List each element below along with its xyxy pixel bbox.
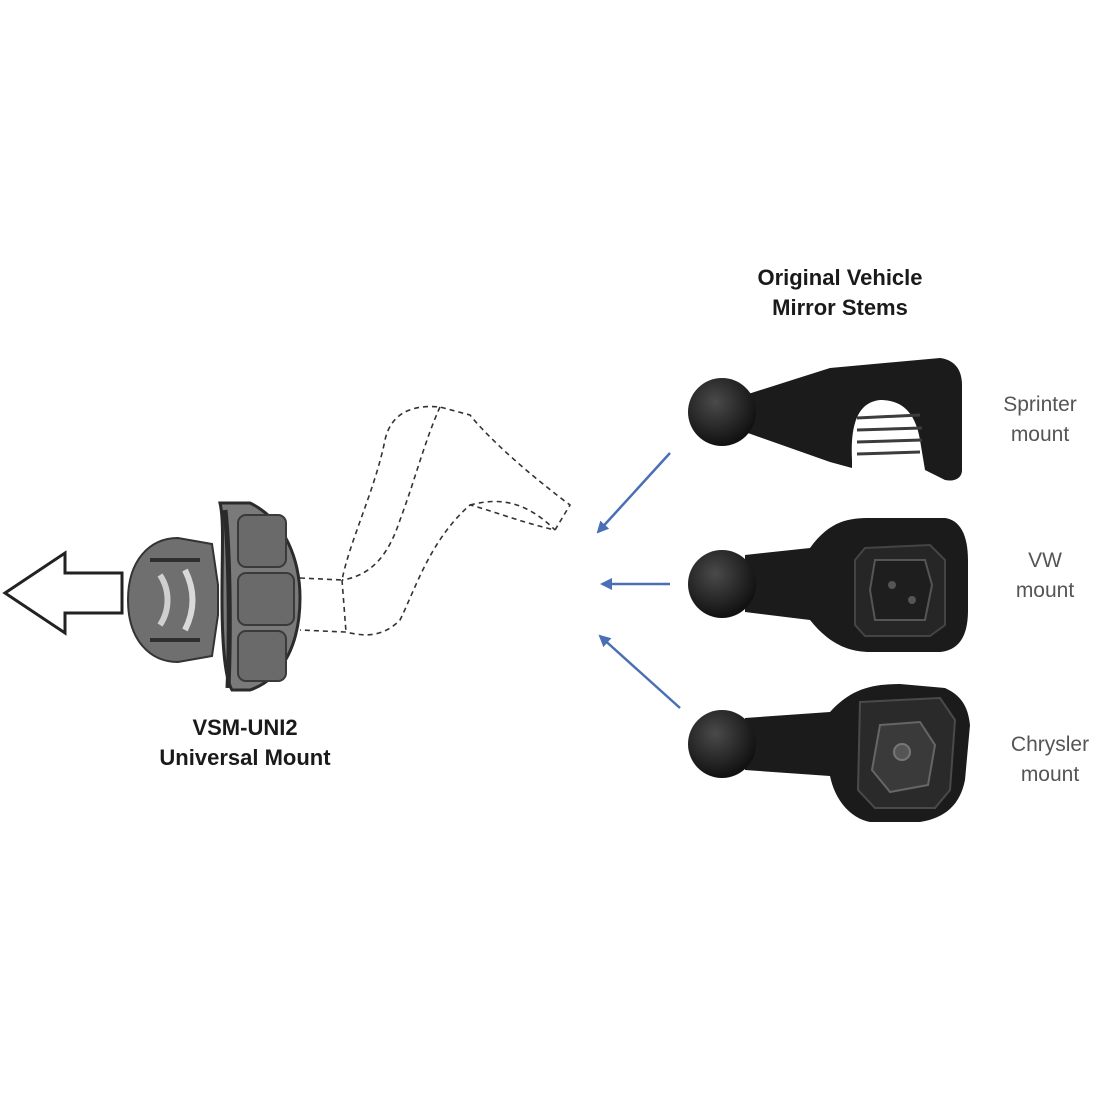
- sprinter-mount-label-line-2: mount: [1010, 423, 1070, 446]
- arrow-from-sprinter: [596, 452, 671, 534]
- vw-mount-label-line-2: mount: [1015, 579, 1075, 602]
- vw-mount-label-line-1: VW: [1028, 549, 1062, 572]
- mirror-arm-outline: [299, 405, 572, 636]
- chrysler-mount-label: Chrysler mount: [985, 730, 1100, 790]
- universal-mount-label: VSM-UNI2 Universal Mount: [130, 713, 360, 773]
- direction-arrow-icon: [2, 550, 124, 636]
- heading-line-2: Mirror Stems: [772, 295, 908, 320]
- vw-mount-label: VW mount: [980, 546, 1100, 606]
- heading-line-1: Original Vehicle: [757, 265, 923, 290]
- universal-mount-socket-icon: [126, 536, 219, 664]
- universal-mount-label-line-1: VSM-UNI2: [192, 715, 298, 740]
- vw-stem-icon: [688, 518, 968, 652]
- sprinter-stem-icon: [688, 358, 962, 481]
- chrysler-stem-icon: [688, 684, 970, 822]
- universal-mount-label-line-2: Universal Mount: [159, 745, 331, 770]
- sprinter-mount-label: Sprinter mount: [975, 390, 1100, 450]
- chrysler-mount-label-line-1: Chrysler: [1010, 733, 1090, 756]
- arrow-from-chrysler: [598, 634, 681, 709]
- sprinter-mount-label-line-1: Sprinter: [1003, 393, 1077, 416]
- universal-mount-knob-icon: [218, 501, 302, 692]
- original-stems-heading: Original Vehicle Mirror Stems: [720, 263, 960, 323]
- chrysler-mount-label-line-2: mount: [1020, 763, 1080, 786]
